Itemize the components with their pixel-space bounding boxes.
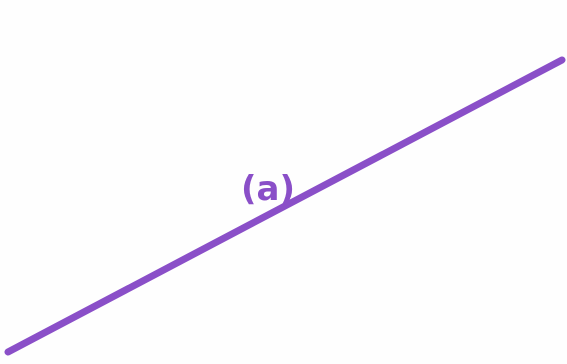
diagonal-line	[4, 56, 566, 356]
line-label: (a)	[241, 169, 295, 209]
